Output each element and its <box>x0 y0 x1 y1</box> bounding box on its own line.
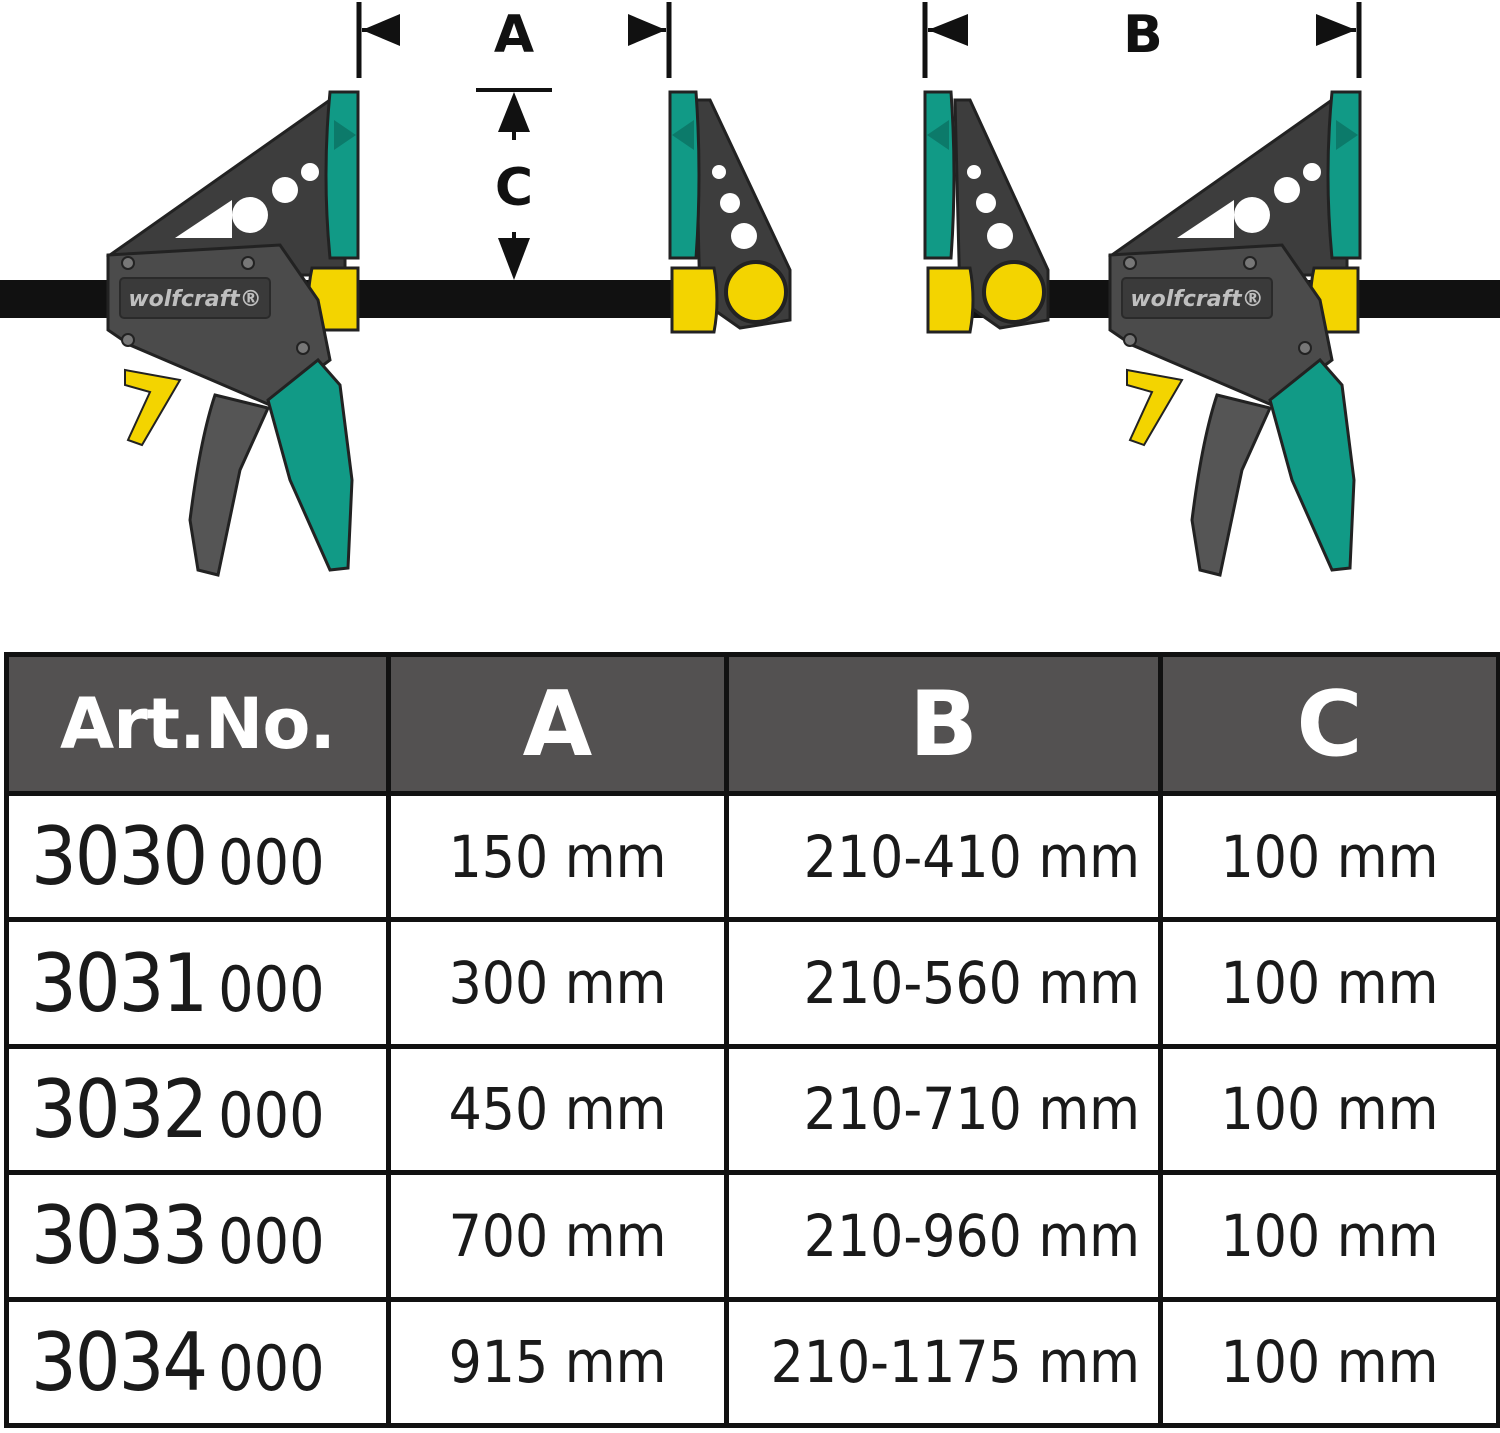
dimension-a-marker: A <box>356 2 672 78</box>
dimension-a-label: A <box>494 5 534 65</box>
header-c: C <box>1158 652 1500 796</box>
table-header-row: Art.No. A B C <box>4 652 1500 796</box>
dimension-b-cell: 210-960 mm <box>724 1170 1163 1302</box>
right-clamp-sliding-jaw <box>923 90 1050 334</box>
art-no-suffix: 000 <box>218 826 325 900</box>
art-no-main: 3030 <box>31 810 208 904</box>
dimension-c-cell: 100 mm <box>1158 790 1500 923</box>
art-no-suffix: 000 <box>218 1078 325 1152</box>
dimension-c-cell: 100 mm <box>1158 1296 1500 1429</box>
left-clamp-handle-body: wolfcraft® <box>105 90 360 577</box>
dimension-b-label: B <box>1123 5 1163 65</box>
dimension-c-cell: 100 mm <box>1158 1170 1500 1302</box>
dimension-c-cell: 100 mm <box>1158 917 1500 1049</box>
header-a: A <box>386 652 729 796</box>
dimension-b-marker: B <box>922 2 1362 78</box>
left-brand-logo: wolfcraft® <box>128 287 261 312</box>
right-clamp-handle-body: wolfcraft® <box>1107 90 1362 577</box>
dimension-b-cell: 210-1175 mm <box>724 1296 1163 1429</box>
header-art-no: Art.No. <box>4 652 391 796</box>
art-no-main: 3033 <box>31 1189 208 1283</box>
dimension-c-marker: C <box>476 88 552 280</box>
dimension-b-cell: 210-560 mm <box>724 917 1163 1049</box>
right-brand-logo: wolfcraft® <box>1130 287 1263 312</box>
dimension-b-cell: 210-710 mm <box>724 1043 1163 1176</box>
art-no-main: 3031 <box>31 936 208 1030</box>
art-no-main: 3032 <box>31 1062 208 1156</box>
dimension-a-cell: 150 mm <box>386 790 729 923</box>
art-no-main: 3034 <box>31 1315 208 1409</box>
dimension-c-label: C <box>495 158 533 218</box>
left-clamp-sliding-jaw <box>668 90 792 334</box>
dimension-a-cell: 915 mm <box>386 1296 729 1429</box>
art-no-suffix: 000 <box>218 1331 325 1405</box>
dimension-b-cell: 210-410 mm <box>724 790 1163 923</box>
dimension-a-cell: 700 mm <box>386 1170 729 1302</box>
dimension-a-cell: 300 mm <box>386 917 729 1049</box>
header-b: B <box>724 652 1163 796</box>
clamp-dimension-diagram: A C B wolfcraft® <box>0 2 1500 577</box>
art-no-suffix: 000 <box>218 1205 325 1279</box>
dimension-c-cell: 100 mm <box>1158 1043 1500 1176</box>
art-no-suffix: 000 <box>218 952 325 1026</box>
dimension-a-cell: 450 mm <box>386 1043 729 1176</box>
